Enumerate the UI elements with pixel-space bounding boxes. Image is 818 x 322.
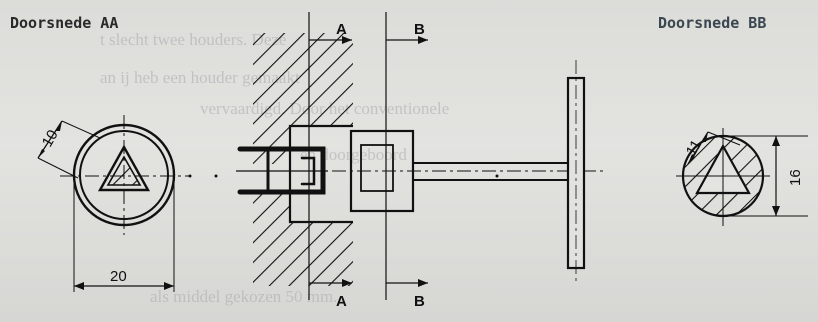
holder-socket — [360, 144, 394, 192]
section-line-a — [308, 12, 352, 300]
aa-dim-20: 20 — [73, 178, 175, 292]
aa-dim-10: 10 — [37, 120, 101, 179]
assembly-dot-left — [214, 174, 218, 178]
ghost-line-4: en doorgeboord — [300, 145, 407, 164]
section-aa-view: 10 20 — [37, 115, 192, 292]
ghost-line-1: t slecht twee houders. Deze — [100, 30, 286, 49]
fixture-top-hatch — [253, 33, 353, 164]
fixture-cavity — [288, 124, 353, 224]
aa-dot — [188, 174, 192, 178]
section-a-top-label: A — [336, 21, 347, 38]
section-bb-view: 11 16 — [676, 128, 808, 226]
bb-dim-16-text: 16 — [787, 169, 804, 186]
section-line-b — [385, 12, 428, 300]
ghost-line-2: an ij heb een houder gemaakt — [100, 68, 300, 87]
fixture-bottom-hatch — [253, 194, 353, 286]
section-a-bottom-label: A — [336, 293, 347, 310]
assembly-dot-right — [495, 174, 499, 178]
aa-dim-20-text: 20 — [110, 268, 127, 285]
ghost-line-5: als middel gekozen 50 mm. — [150, 287, 337, 306]
aa-dim-10-text: 10 — [39, 127, 62, 150]
section-b-top-label: B — [414, 21, 425, 38]
bb-dim-11: 11 — [683, 131, 741, 165]
background-text: t slecht twee houders. Deze an ij heb ee… — [100, 30, 449, 306]
bb-dim-11-text: 11 — [683, 137, 706, 159]
section-aa-title: Doorsnede AA — [10, 14, 119, 32]
section-bb-title: Doorsnede BB — [658, 14, 767, 32]
bb-hatch — [683, 136, 763, 216]
assembly-view: A B A B — [214, 12, 604, 310]
bb-dim-16: 16 — [728, 135, 808, 217]
section-b-bottom-label: B — [414, 293, 425, 310]
